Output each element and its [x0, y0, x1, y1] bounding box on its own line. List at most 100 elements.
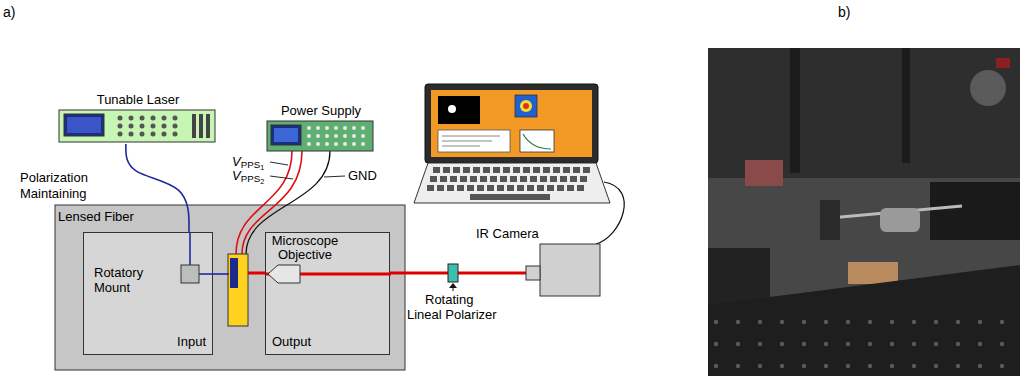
sample-chip [228, 254, 248, 326]
breadboard-hole [956, 364, 960, 368]
supply-button [325, 126, 329, 130]
laptop-key [523, 167, 530, 173]
supply-button [307, 134, 311, 138]
laser-beam [248, 272, 265, 275]
supply-button [343, 142, 347, 146]
signal-subscript: PPS1 [241, 159, 265, 170]
beam-spot [448, 105, 456, 113]
signal-name: GND [348, 168, 377, 184]
photo-post [790, 48, 800, 173]
breadboard-hole [890, 342, 894, 346]
signal-subscript: PPS2 [241, 173, 265, 184]
laptop-key [583, 167, 590, 173]
breadboard-hole [780, 320, 784, 324]
signal-symbol: V [232, 168, 241, 183]
breadboard-hole [934, 364, 938, 368]
leader-line [270, 162, 288, 165]
microscope-objective [268, 265, 300, 283]
breadboard-hole [934, 320, 938, 324]
breadboard-hole [912, 342, 916, 346]
breadboard-hole [934, 342, 938, 346]
camera-lens [526, 266, 540, 280]
breadboard-hole [714, 364, 718, 368]
photo-background [708, 48, 1020, 178]
rotatory-mount [181, 265, 199, 283]
data-line [442, 141, 492, 142]
breadboard-hole [868, 320, 872, 324]
laptop-screen [425, 84, 598, 163]
supply-button [334, 126, 338, 130]
signal-name: VPPS2 [232, 169, 264, 183]
laptop-key [457, 185, 464, 191]
photo-cables [745, 160, 783, 186]
laptop-key [437, 185, 444, 191]
laser-button [162, 132, 167, 137]
photo-stage [930, 182, 1020, 240]
laptop-keys [427, 167, 590, 200]
supply-button [352, 142, 356, 146]
breadboard-hole [846, 364, 850, 368]
breadboard-hole [868, 364, 872, 368]
panel-label: a) [3, 4, 15, 20]
laptop-key [430, 176, 437, 182]
breadboard-hole [1000, 364, 1004, 368]
supply-button [325, 134, 329, 138]
laptop-key [520, 176, 527, 182]
part-label: Microscope Objective [268, 234, 342, 262]
breadboard-hole [978, 342, 982, 346]
laptop-key [573, 167, 580, 173]
supply-button [307, 142, 311, 146]
supply-button [325, 142, 329, 146]
supply-button [343, 126, 347, 130]
chip-waveguide [230, 258, 238, 288]
supply-button [352, 134, 356, 138]
laptop-key [577, 185, 584, 191]
laser-button [162, 124, 167, 129]
photo-camera [996, 58, 1010, 68]
laptop-key [540, 176, 547, 182]
signal-name: VPPS1 [232, 155, 264, 169]
photo-post [902, 48, 910, 163]
signal-symbol: V [232, 154, 241, 169]
data-line [442, 146, 480, 147]
leader-line [324, 176, 345, 177]
node-label: Power Supply [266, 103, 376, 119]
laptop-key [570, 176, 577, 182]
breadboard-hole [824, 320, 828, 324]
part-label: Rotatory Mount [94, 265, 164, 295]
breadboard-hole [714, 342, 718, 346]
laptop-keyboard [414, 163, 610, 203]
fiber-line [189, 233, 191, 265]
camera-view [438, 96, 480, 124]
supply-button [361, 142, 365, 146]
laptop-key [440, 176, 447, 182]
breadboard-hole [1000, 342, 1004, 346]
laptop-key [560, 176, 567, 182]
laser-button [118, 132, 123, 137]
breadboard-hole [1000, 320, 1004, 324]
laser-button [129, 132, 134, 137]
laptop-key [557, 185, 564, 191]
photo-objective [880, 208, 920, 232]
breadboard-hole [780, 364, 784, 368]
laptop-key [477, 185, 484, 191]
breadboard-hole [758, 364, 762, 368]
tunable-laser: Tunable Laser [58, 92, 218, 144]
photo-wood-block [848, 262, 898, 284]
laptop-key [503, 167, 510, 173]
part-label: Lineal Polarizer [407, 307, 497, 323]
laser-button [173, 132, 178, 137]
breadboard-hole [824, 342, 828, 346]
supply-button [352, 126, 356, 130]
supply-button [316, 142, 320, 146]
leader-line [270, 176, 293, 179]
laptop-key [443, 167, 450, 173]
breadboard-hole [824, 364, 828, 368]
laptop-key [480, 176, 487, 182]
laser-body [59, 110, 215, 142]
setup-housing [55, 205, 405, 370]
supply-button [361, 134, 365, 138]
laptop-key [490, 176, 497, 182]
laser-button [151, 132, 156, 137]
